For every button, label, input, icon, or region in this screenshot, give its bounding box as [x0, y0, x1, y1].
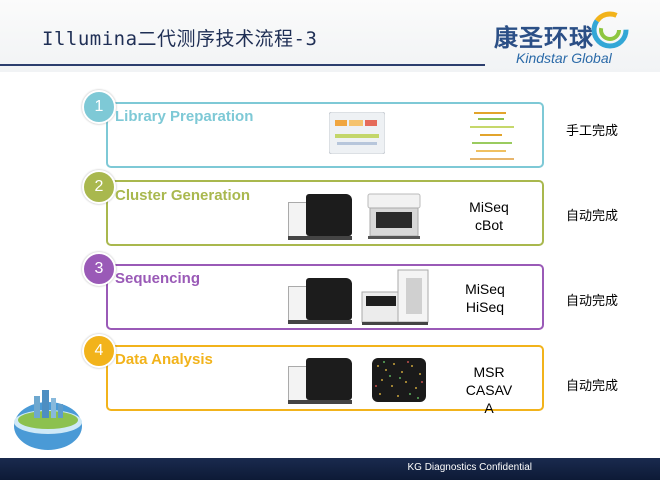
- cbot-instrument-image: [367, 193, 421, 239]
- header-band: [0, 0, 660, 72]
- step-number-2: 2: [82, 170, 116, 204]
- flowcell-image-tile: [372, 358, 426, 402]
- step-number-4: 4: [82, 334, 116, 368]
- title-divider: [0, 64, 485, 66]
- company-logo: 康圣环球 Kindstar Global: [494, 10, 654, 68]
- library-fragment-diagram: [470, 112, 514, 160]
- platform-cbot: cBot: [474, 217, 503, 233]
- logo-chinese-text: 康圣环球: [494, 24, 594, 52]
- step-title-library-preparation: Library Preparation: [115, 108, 254, 125]
- platform-miseq: MiSeq: [465, 281, 505, 297]
- platform-miseq: MiSeq: [469, 199, 509, 215]
- mode-label-step-1: 手工完成: [566, 124, 619, 139]
- step-title-data-analysis: Data Analysis: [115, 351, 213, 368]
- mode-label-step-3: 自动完成: [566, 294, 619, 309]
- mode-label-step-4: 自动完成: [566, 379, 619, 394]
- hiseq-instrument-image: [361, 269, 429, 325]
- platform-msr: MSR: [473, 364, 505, 380]
- platform-hiseq: HiSeq: [465, 299, 505, 315]
- platform-label-step-3: MiSeq HiSeq: [454, 280, 516, 316]
- footer-bar: KG Diagnostics Confidential: [0, 458, 660, 480]
- logo-swirl-icon: [591, 11, 629, 49]
- platform-casava-wrap: A: [484, 400, 494, 416]
- step-number-1: 1: [82, 90, 116, 124]
- miseq-instrument-image: [288, 192, 352, 240]
- mode-label-step-2: 自动完成: [566, 209, 619, 224]
- city-globe-illustration: [14, 390, 82, 450]
- step-number-3: 3: [82, 252, 116, 286]
- platform-casava: CASAV: [465, 382, 513, 398]
- step-title-sequencing: Sequencing: [115, 270, 201, 287]
- logo-english-text: Kindstar Global: [516, 50, 612, 66]
- footer-confidential-text: KG Diagnostics Confidential: [407, 462, 532, 473]
- library-prep-workflow-image: [329, 112, 385, 154]
- miseq-instrument-image: [288, 276, 352, 324]
- platform-label-step-4: MSR CASAV A: [456, 363, 522, 417]
- platform-label-step-2: MiSeq cBot: [458, 198, 520, 234]
- step-library-preparation: [106, 102, 544, 168]
- step-title-cluster-generation: Cluster Generation: [115, 187, 251, 204]
- slide-title: Illumina二代测序技术流程-3: [42, 28, 318, 50]
- miseq-instrument-image: [288, 356, 352, 404]
